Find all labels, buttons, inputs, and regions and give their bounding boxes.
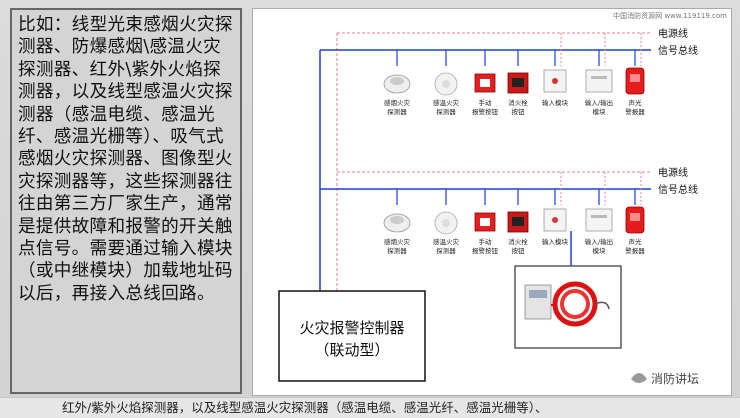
device-label: 报警按钮 xyxy=(472,107,499,116)
alarm-icon xyxy=(625,67,645,95)
caption-bar: 红外/紫外火焰探测器，以及线型感温火灾探测器（感温电缆、感温光纤、感温光栅等）、 xyxy=(0,397,740,418)
device-label: 报警按钮 xyxy=(472,246,499,255)
heat-icon xyxy=(434,72,458,96)
device-label: 声光 xyxy=(629,98,643,107)
manual-icon xyxy=(474,73,496,93)
io-icon xyxy=(585,208,613,232)
hydrant-icon xyxy=(507,211,529,233)
hydrant-icon xyxy=(507,72,529,94)
device-label: 按钮 xyxy=(512,246,526,255)
input-icon xyxy=(543,208,567,232)
caption-text: 红外/紫外火焰探测器，以及线型感温火灾探测器（感温电缆、感温光纤、感温光栅等）、 xyxy=(62,400,548,415)
device-label: 模块 xyxy=(593,107,607,116)
power-line-label: 电源线 xyxy=(658,27,688,40)
explanation-text: 比如：线型光束感烟火灾探测器、防爆感烟\感温火灾探测器、红外\紫外火焰探测器，以… xyxy=(18,15,233,304)
smoke-icon xyxy=(383,213,411,233)
heat-icon xyxy=(434,211,458,235)
watermark: 中国消防资源网 www.119119.com xyxy=(613,11,727,20)
device-label: 感烟火灾 xyxy=(384,98,411,107)
device-label: 输入模块 xyxy=(542,98,569,107)
wiring-diagram: 中国消防资源网 www.119119.com 电源线信号总线感烟火灾探测器感温火… xyxy=(278,11,727,386)
logo-text: 消防讲坛 xyxy=(651,371,699,386)
device-label: 消火栓 xyxy=(508,98,528,107)
device-label: 消火栓 xyxy=(508,237,528,246)
device-label: 警报器 xyxy=(625,246,645,255)
device-label: 模块 xyxy=(593,246,607,255)
device-label: 感烟火灾 xyxy=(384,237,411,246)
signal-bus-label: 信号总线 xyxy=(658,44,698,57)
signal-bus-label: 信号总线 xyxy=(658,183,698,196)
device-label: 输入/输出 xyxy=(585,98,613,107)
logo-icon xyxy=(631,373,647,383)
fire-alarm-controller xyxy=(278,290,426,382)
device-label: 探测器 xyxy=(387,107,407,116)
device-label: 警报器 xyxy=(625,107,645,116)
device-label: 感温火灾 xyxy=(433,237,460,246)
input-icon xyxy=(543,69,567,93)
device-label: 手动 xyxy=(479,98,493,107)
power-line-label: 电源线 xyxy=(658,166,688,179)
device-label: 探测器 xyxy=(436,246,456,255)
controller-subtitle: （联动型） xyxy=(314,341,389,359)
device-label: 按钮 xyxy=(512,107,526,116)
smoke-icon xyxy=(383,74,411,94)
explanation-textbox: 比如：线型光束感烟火灾探测器、防爆感烟\感温火灾探测器、红外\紫外火焰探测器，以… xyxy=(10,8,242,394)
linear-heat-detector-icon xyxy=(524,281,610,327)
device-label: 声光 xyxy=(629,237,643,246)
device-label: 输入模块 xyxy=(542,237,569,246)
device-label: 手动 xyxy=(479,237,493,246)
io-icon xyxy=(585,69,613,93)
device-label: 探测器 xyxy=(387,246,407,255)
logo: 消防讲坛 xyxy=(631,371,699,386)
device-label: 探测器 xyxy=(436,107,456,116)
device-label: 输入/输出 xyxy=(585,237,613,246)
manual-icon xyxy=(474,212,496,232)
device-label: 感温火灾 xyxy=(433,98,460,107)
wiring-diagram-panel: 中国消防资源网 www.119119.com 电源线信号总线感烟火灾探测器感温火… xyxy=(252,8,732,396)
controller-title: 火灾报警控制器 xyxy=(299,319,404,337)
alarm-icon xyxy=(625,206,645,234)
